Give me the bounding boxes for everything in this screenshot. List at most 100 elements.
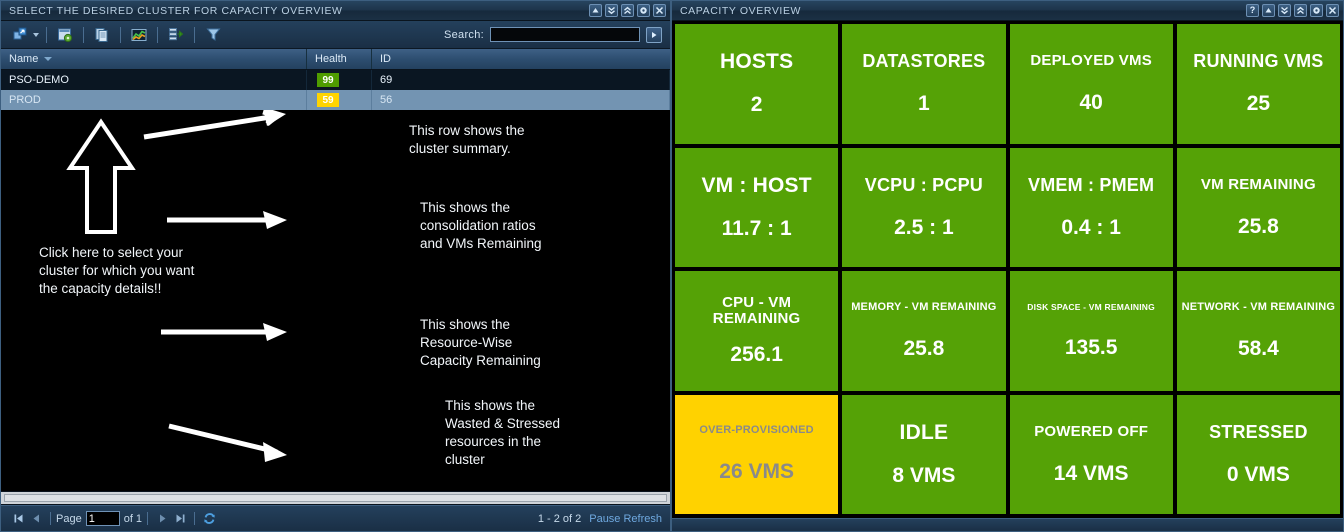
tile-cpu-vm-remaining[interactable]: CPU - VM REMAINING 256.1 <box>675 271 839 391</box>
cluster-toolbar: Search: <box>1 21 670 49</box>
tile-powered-off[interactable]: POWERED OFF 14 VMS <box>1009 394 1173 514</box>
tile-label: DEPLOYED VMS <box>1030 52 1152 70</box>
collapse-icon[interactable] <box>1262 4 1275 17</box>
tile-value: 25.8 <box>1237 214 1279 238</box>
toolbar-divider <box>157 26 158 43</box>
sort-descending-icon <box>44 57 53 61</box>
up-arrow-pointer <box>66 118 136 234</box>
tile-label: OVER-PROVISIONED <box>699 424 814 437</box>
configure-icon[interactable] <box>54 24 76 46</box>
table-row[interactable]: PSO-DEMO 99 69 <box>1 70 670 90</box>
capacity-tile-grid-wrapper: HOSTS 2 DATASTORES 1 DEPLOYED VMS 40 RUN… <box>672 21 1343 518</box>
tile-label: VM : HOST <box>701 173 812 197</box>
tile-label: STRESSED <box>1209 421 1308 442</box>
annotation-resource-wise: This shows the Resource-Wise Capacity Re… <box>420 317 541 368</box>
tile-idle[interactable]: IDLE 8 VMS <box>842 394 1006 514</box>
launch-action-dropdown-caret[interactable] <box>33 32 39 37</box>
tile-vm-host-ratio[interactable]: VM : HOST 11.7 : 1 <box>675 147 839 267</box>
tile-vm-remaining[interactable]: VM REMAINING 25.8 <box>1176 147 1340 267</box>
next-page-icon[interactable] <box>153 510 171 528</box>
chart-icon[interactable] <box>128 24 150 46</box>
gear-icon[interactable] <box>637 4 650 17</box>
first-page-icon[interactable] <box>9 510 27 528</box>
annotation-arrows <box>66 110 287 462</box>
column-header-health[interactable]: Health <box>307 49 372 69</box>
expand-down-icon[interactable] <box>605 4 618 17</box>
tile-hosts[interactable]: HOSTS 2 <box>675 24 839 144</box>
cell-name: PROD <box>1 90 307 110</box>
left-window-controls <box>589 4 666 17</box>
tile-vcpu-pcpu-ratio[interactable]: VCPU : PCPU 2.5 : 1 <box>842 147 1006 267</box>
health-badge: 99 <box>317 73 339 87</box>
tile-value: 0 VMS <box>1226 462 1290 486</box>
export-icon[interactable] <box>165 24 187 46</box>
tile-stressed[interactable]: STRESSED 0 VMS <box>1176 394 1340 514</box>
filter-icon[interactable] <box>202 24 224 46</box>
tile-label: VM REMAINING <box>1200 175 1316 193</box>
expand-up-icon[interactable] <box>621 4 634 17</box>
tile-memory-vm-remaining[interactable]: MEMORY - VM REMAINING 25.8 <box>842 271 1006 391</box>
launch-action-icon[interactable] <box>9 24 31 46</box>
collapse-icon[interactable] <box>589 4 602 17</box>
search-submit-icon[interactable] <box>646 26 662 43</box>
tile-deployed-vms[interactable]: DEPLOYED VMS 40 <box>1009 24 1173 144</box>
annotation-canvas: Click here to select your cluster for wh… <box>1 110 670 491</box>
table-row[interactable]: PROD 59 56 <box>1 90 670 110</box>
tile-label: RUNNING VMS <box>1193 51 1324 72</box>
horizontal-scrollbar[interactable] <box>1 491 670 505</box>
health-badge: 59 <box>317 93 339 107</box>
previous-page-icon[interactable] <box>27 510 45 528</box>
tile-label: DISK SPACE - VM REMAINING <box>1027 301 1155 312</box>
tile-network-vm-remaining[interactable]: NETWORK - VM REMAINING 58.4 <box>1176 271 1340 391</box>
cluster-selector-window: SELECT THE DESIRED CLUSTER FOR CAPACITY … <box>0 0 671 532</box>
cell-health: 59 <box>307 90 372 110</box>
expand-up-icon[interactable] <box>1294 4 1307 17</box>
right-window-controls: ? <box>1246 4 1339 17</box>
scrollbar-thumb[interactable] <box>4 494 667 502</box>
tile-disk-space-vm-remaining[interactable]: DISK SPACE - VM REMAINING 135.5 <box>1009 271 1173 391</box>
tile-value: 26 VMS <box>719 460 794 484</box>
refresh-icon[interactable] <box>200 510 218 528</box>
tile-value: 25.8 <box>903 336 945 360</box>
copy-icon[interactable] <box>91 24 113 46</box>
tile-label: VCPU : PCPU <box>864 174 983 195</box>
tile-over-provisioned[interactable]: OVER-PROVISIONED 26 VMS <box>675 394 839 514</box>
toolbar-divider <box>120 26 121 43</box>
capacity-tile-grid: HOSTS 2 DATASTORES 1 DEPLOYED VMS 40 RUN… <box>675 24 1340 514</box>
tile-value: 8 VMS <box>892 463 956 487</box>
annotation-wasted-stressed: This shows the Wasted & Stressed resourc… <box>445 398 561 467</box>
cell-health: 99 <box>307 70 372 90</box>
right-window-footer <box>672 518 1343 531</box>
tile-datastores[interactable]: DATASTORES 1 <box>842 24 1006 144</box>
annotation-cluster-summary: This row shows the cluster summary. <box>409 123 525 156</box>
gear-icon[interactable] <box>1310 4 1323 17</box>
expand-down-icon[interactable] <box>1278 4 1291 17</box>
cell-name: PSO-DEMO <box>1 70 307 90</box>
tile-label: POWERED OFF <box>1034 422 1149 440</box>
annotation-consolidation-ratios: This shows the consolidation ratios and … <box>420 200 542 251</box>
tile-value: 135.5 <box>1064 335 1118 359</box>
left-window-titlebar: SELECT THE DESIRED CLUSTER FOR CAPACITY … <box>1 1 670 21</box>
right-window-title: CAPACITY OVERVIEW <box>680 4 802 17</box>
tile-label: VMEM : PMEM <box>1028 174 1155 195</box>
close-icon[interactable] <box>1326 4 1339 17</box>
tile-value: 40 <box>1079 91 1103 115</box>
pager-divider <box>147 512 149 525</box>
tile-label: MEMORY - VM REMAINING <box>851 300 997 313</box>
page-number-input[interactable] <box>85 511 120 526</box>
search-input[interactable] <box>490 27 640 42</box>
left-window-title: SELECT THE DESIRED CLUSTER FOR CAPACITY … <box>9 4 343 17</box>
pause-refresh-link[interactable]: Pause Refresh <box>589 512 662 525</box>
tile-value: 11.7 : 1 <box>721 216 792 240</box>
page-label: Page <box>56 512 82 525</box>
tile-vmem-pmem-ratio[interactable]: VMEM : PMEM 0.4 : 1 <box>1009 147 1173 267</box>
column-header-id[interactable]: ID <box>372 49 670 69</box>
last-page-icon[interactable] <box>171 510 189 528</box>
tile-value: 0.4 : 1 <box>1061 215 1121 239</box>
close-icon[interactable] <box>653 4 666 17</box>
column-header-name[interactable]: Name <box>1 49 307 69</box>
tile-label: NETWORK - VM REMAINING <box>1181 300 1336 313</box>
tile-running-vms[interactable]: RUNNING VMS 25 <box>1176 24 1340 144</box>
help-icon[interactable]: ? <box>1246 4 1259 17</box>
